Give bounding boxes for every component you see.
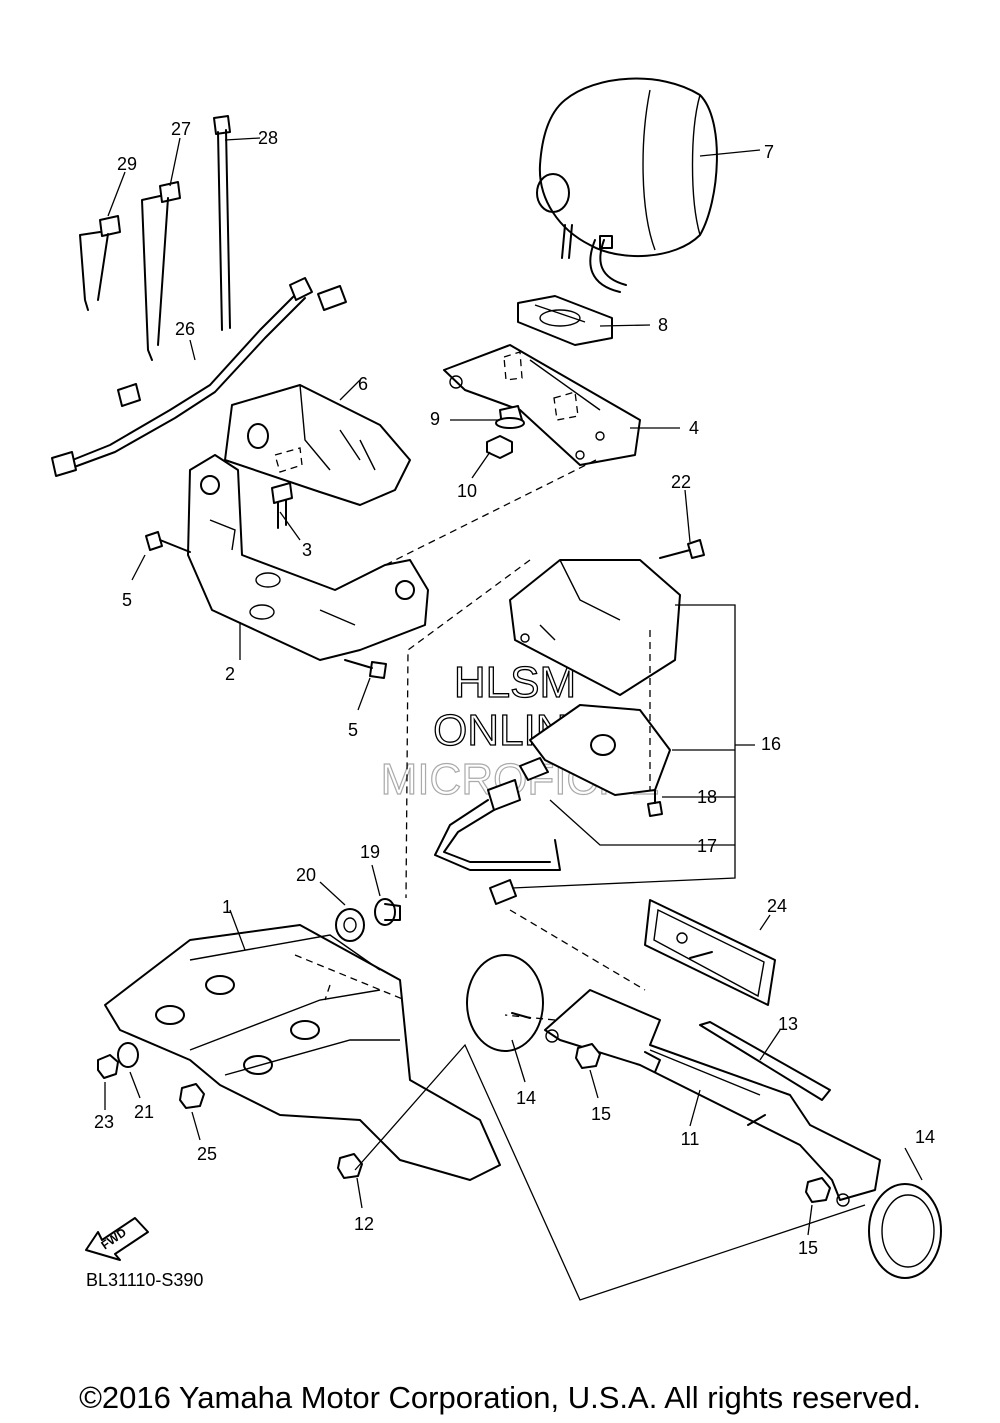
callout-7: 7 xyxy=(764,142,774,162)
callout-9: 9 xyxy=(430,409,440,429)
part-3-bolt xyxy=(271,482,293,529)
callout-13: 13 xyxy=(778,1014,798,1034)
part-20-grommet xyxy=(335,908,365,942)
part-29-cable-tie xyxy=(79,215,121,311)
part-16-tail-light-base xyxy=(529,704,671,796)
part-2-main-bracket xyxy=(187,454,429,661)
callout-12: 12 xyxy=(354,1214,374,1234)
part-1-fender-bracket xyxy=(104,924,501,1181)
callout-27: 27 xyxy=(171,119,191,139)
part-27-cable-tie xyxy=(141,181,181,361)
diagram-code: BL31110-S390 xyxy=(86,1270,204,1290)
part-10-nut xyxy=(486,435,513,459)
callout-15-left: 15 xyxy=(591,1104,611,1124)
callout-5-lower: 5 xyxy=(348,720,358,740)
callouts: 1 2 3 4 5 5 6 7 8 9 10 11 12 13 14 14 15… xyxy=(94,119,935,1258)
routing-lines xyxy=(294,459,651,1021)
callout-23: 23 xyxy=(94,1112,114,1132)
callout-26: 26 xyxy=(175,319,195,339)
part-7-headlight-housing xyxy=(536,77,718,293)
part-22-bolt xyxy=(659,539,705,559)
part-26-wire-harness xyxy=(51,277,347,477)
part-19-collar xyxy=(374,898,401,926)
part-24-plate xyxy=(644,899,776,1006)
callout-4: 4 xyxy=(689,418,699,438)
callout-21: 21 xyxy=(134,1102,154,1122)
leader-lines xyxy=(104,137,923,1236)
part-14-reflector-right xyxy=(868,1183,942,1279)
callout-22: 22 xyxy=(671,472,691,492)
part-12-nut xyxy=(337,1153,363,1179)
callout-1: 1 xyxy=(222,897,232,917)
callout-20: 20 xyxy=(296,865,316,885)
callout-28: 28 xyxy=(258,128,278,148)
callout-5-upper: 5 xyxy=(122,590,132,610)
part-9-collar xyxy=(495,405,525,429)
part-28-cable-tie xyxy=(213,115,231,331)
part-17-socket-lead xyxy=(434,757,561,905)
part-15-nut-right xyxy=(805,1177,831,1203)
part-8-bracket-plate xyxy=(517,295,613,346)
part-23-nut xyxy=(97,1054,119,1079)
fwd-arrow-icon: FWD xyxy=(85,1217,149,1261)
assembly-guide-line xyxy=(354,1043,866,1301)
callout-18: 18 xyxy=(697,787,717,807)
part-15-nut-left xyxy=(575,1043,601,1069)
watermark-line1: HLSM xyxy=(454,658,576,707)
callout-19: 19 xyxy=(360,842,380,862)
callout-10: 10 xyxy=(457,481,477,501)
part-5-bolt-lower xyxy=(344,659,387,679)
part-11-reflector-bracket xyxy=(544,989,881,1207)
callout-3: 3 xyxy=(302,540,312,560)
part-13-reflector-stay xyxy=(699,1021,831,1101)
callout-17: 17 xyxy=(697,836,717,856)
part-21-washer xyxy=(117,1042,139,1068)
part-6-housing-cover xyxy=(224,384,411,506)
callout-11: 11 xyxy=(681,1129,700,1149)
callout-14-left: 14 xyxy=(516,1088,536,1108)
callout-16: 16 xyxy=(761,734,781,754)
part-25-nut xyxy=(179,1083,205,1109)
callout-14-right: 14 xyxy=(915,1127,935,1147)
callout-6: 6 xyxy=(358,374,368,394)
callout-2: 2 xyxy=(225,664,235,684)
callout-8: 8 xyxy=(658,315,668,335)
part-14-reflector-left xyxy=(466,954,544,1052)
part-4-stay-bracket xyxy=(443,344,641,466)
callout-29: 29 xyxy=(117,154,137,174)
part-16-tail-light-lens xyxy=(509,559,681,696)
part-18-screw xyxy=(647,789,663,817)
part-5-bolt-upper xyxy=(145,531,191,553)
copyright-notice: ©2016 Yamaha Motor Corporation, U.S.A. A… xyxy=(79,1380,921,1415)
callout-24: 24 xyxy=(767,896,787,916)
callout-25: 25 xyxy=(197,1144,217,1164)
callout-15-right: 15 xyxy=(798,1238,818,1258)
